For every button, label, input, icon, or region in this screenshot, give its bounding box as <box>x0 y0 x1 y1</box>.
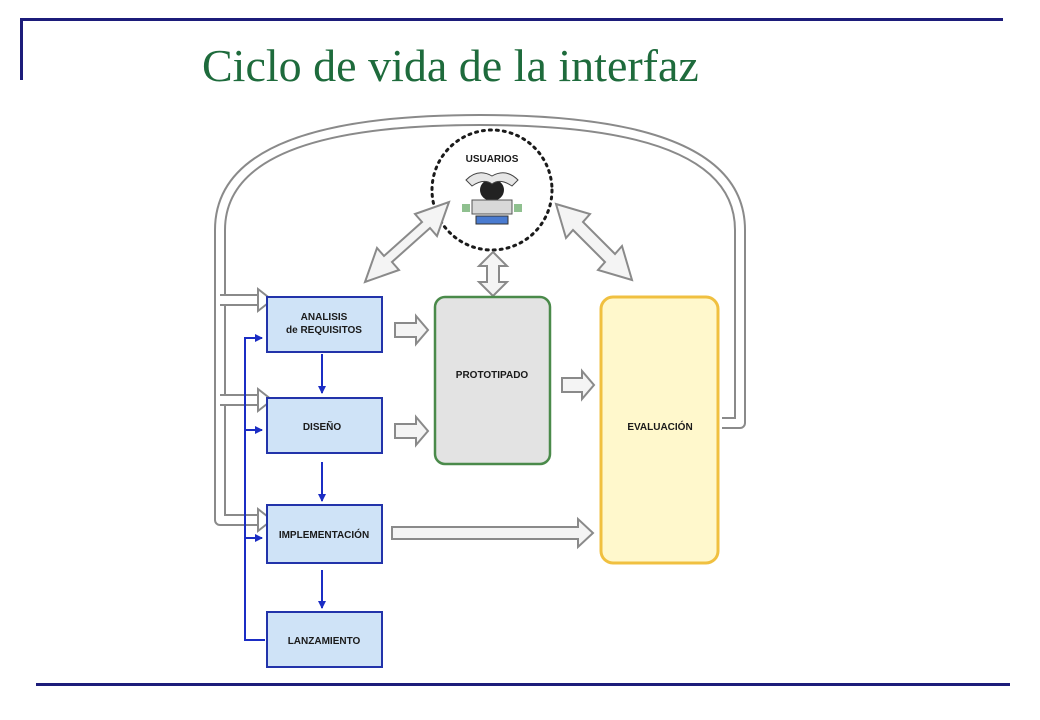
analysis-to-prototype-arrow <box>394 313 430 347</box>
evaluation-label: EVALUACIÓN <box>627 420 692 433</box>
launch-label: LANZAMIENTO <box>288 636 361 647</box>
frame-bottom-line <box>36 683 1010 686</box>
implementation-stage: IMPLEMENTACIÓN <box>266 504 383 564</box>
prototyping-node: PROTOTIPADO <box>433 295 552 466</box>
users-analysis-arrow <box>363 200 451 284</box>
frame-left-line <box>20 18 23 80</box>
users-prototype-arrow <box>476 250 510 298</box>
analysis-label-line1: ANALISIS <box>301 312 348 323</box>
users-evaluation-arrow <box>554 202 634 282</box>
launch-feedback-arrow <box>244 334 265 641</box>
design-to-prototype-arrow <box>394 414 430 448</box>
feedback-loop-arrow <box>214 114 746 534</box>
frame-top-line <box>20 18 1003 21</box>
users-node: USUARIOS <box>430 128 554 252</box>
analysis-label-line2: de REQUISITOS <box>286 325 362 336</box>
evaluation-node: EVALUACIÓN <box>599 295 720 565</box>
design-label: DISEÑO <box>303 420 342 433</box>
prototyping-label: PROTOTIPADO <box>456 370 529 381</box>
slide-title: Ciclo de vida de la interfaz <box>202 40 699 91</box>
launch-stage: LANZAMIENTO <box>266 611 383 668</box>
implementation-to-evaluation-arrow <box>391 516 595 550</box>
users-label: USUARIOS <box>466 154 519 165</box>
design-stage: DISEÑO <box>266 397 383 454</box>
user-at-computer-icon <box>462 172 522 225</box>
analysis-stage: ANALISIS de REQUISITOS <box>266 296 383 353</box>
prototype-to-evaluation-arrow <box>561 368 596 402</box>
implementation-label: IMPLEMENTACIÓN <box>279 528 369 541</box>
